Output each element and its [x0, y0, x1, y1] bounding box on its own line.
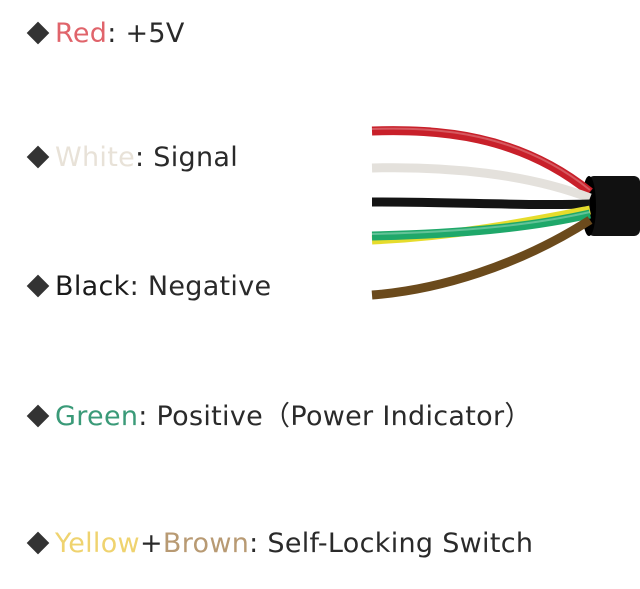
wire-green — [371, 209, 591, 241]
wire-label-red: Red — [55, 18, 108, 49]
diamond-bullet-icon — [26, 531, 50, 555]
diamond-bullet-icon — [26, 145, 50, 169]
diamond-bullet-icon — [26, 404, 50, 428]
cable-wires-illustration — [371, 126, 640, 300]
wire-function-black: : Negative — [129, 271, 272, 302]
plus-sign: + — [139, 528, 163, 559]
legend-row-white: White: Signal — [26, 141, 238, 175]
legend-row-red: Red: +5V — [26, 17, 185, 51]
wire-label-green: Green — [55, 401, 139, 432]
legend-row-green: Green: Positive（Power Indicator） — [26, 400, 532, 434]
wire-brown — [371, 216, 593, 300]
wire-label-yellow: Yellow — [55, 528, 140, 559]
wire-function-yellow-brown: : Self-Locking Switch — [249, 528, 534, 559]
wire-function-white: : Signal — [135, 142, 239, 173]
legend-row-black: Black: Negative — [26, 270, 271, 304]
wire-label-brown: Brown — [162, 528, 250, 559]
diamond-bullet-icon — [26, 274, 50, 298]
wire-function-green: : Positive（Power Indicator） — [138, 401, 532, 432]
wire-function-red: : +5V — [107, 18, 185, 49]
wire-white — [371, 163, 592, 203]
wire-black — [371, 197, 591, 210]
wire-label-white: White — [55, 142, 136, 173]
legend-row-yellow-brown: Yellow+Brown: Self-Locking Switch — [26, 527, 533, 561]
cable-jacket — [588, 176, 640, 236]
diamond-bullet-icon — [26, 21, 50, 45]
wire-label-black: Black — [55, 271, 130, 302]
wire-red — [371, 126, 593, 196]
